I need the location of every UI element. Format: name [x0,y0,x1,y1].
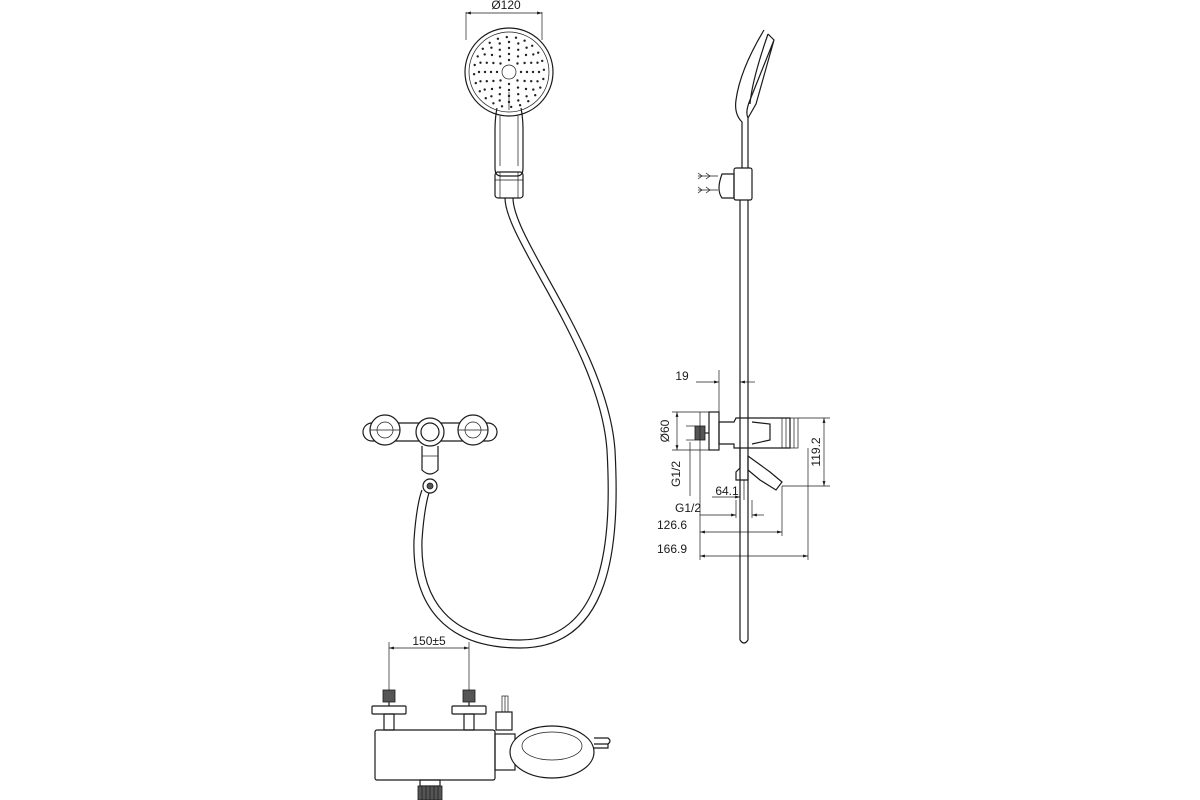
nozzle-dot [490,46,493,49]
nozzle-dot [534,94,537,97]
nozzle-dot [542,68,546,72]
nozzle-dot [492,79,495,83]
nozzle-dot [516,86,520,89]
nozzle-dot [541,59,544,63]
nozzle-dot [530,80,533,83]
nozzle-dot [484,97,487,100]
head-diameter-label: Ø120 [491,0,521,12]
shower-hose [413,197,617,649]
nozzle-dot [523,39,526,42]
nozzle-dot [495,70,499,74]
nozzle-dot [483,88,486,91]
nozzle-dot [539,86,542,89]
nozzle-dot [478,90,481,93]
nozzle-dot [492,61,495,65]
nozzle-dot [485,61,488,64]
hand-shower-front-view: Ø120 [464,0,554,199]
nozzle-dot [524,53,528,57]
nozzle-dot [485,80,488,83]
mixer-front-view [362,414,498,494]
dim-126-label: 126.6 [657,518,687,532]
nozzle-dot [479,61,482,64]
nozzle-dot [523,61,526,65]
nozzle-dot [473,63,476,67]
nozzle-dot [527,100,530,103]
nozzle-dot [505,35,508,39]
nozzle-dot [483,70,487,74]
nozzle-dot [490,95,493,98]
nozzle-dot [525,95,528,98]
nozzle-dot [536,61,539,64]
thread-horizontal-label: G1/2 [675,501,701,515]
dim-166-label: 166.9 [657,542,687,556]
nozzle-dot [476,55,479,58]
nozzle-dot [507,58,511,62]
nozzle-dot [507,40,511,44]
nozzle-dot [481,47,484,50]
nozzle-dot [492,102,495,105]
nozzle-dot [519,70,523,74]
nozzle-dot [525,46,528,49]
fitting-19-label: 19 [675,369,689,383]
nozzle-dot [498,55,502,58]
nozzle-dot [500,105,504,108]
nozzle-dot [483,53,486,56]
nozzle-dot [532,53,535,56]
nozzle-dot [488,41,491,44]
nozzle-dot [472,73,476,76]
nozzle-dot [496,37,500,40]
height-119-label: 119.2 [809,437,823,466]
nozzle-dot [518,104,522,107]
nozzle-dot [514,36,518,39]
nozzle-dot [498,99,501,102]
nozzle-dot [498,42,501,45]
nozzle-dot [507,82,511,86]
nozzle-dot [537,51,540,54]
mixer-top-view: 150±5 [371,634,611,800]
flange-diameter-label: Ø60 [658,419,672,442]
nozzle-dot [499,62,502,65]
center-spacing-label: 150±5 [412,634,446,648]
thread-vertical-label: G1/2 [669,461,683,487]
nozzle-dot [517,48,520,51]
nozzle-dot [499,79,502,82]
dim-64-label: 64.1 [715,484,739,498]
nozzle-dot [507,46,511,50]
side-view-dimensions: 19 Ø60 G1/2 119.2 64.1 G1/2 126.6 1 [657,369,830,560]
nozzle-dot [507,88,511,92]
nozzle-dot [477,70,481,74]
nozzle-dot [517,93,520,96]
nozzle-dot [530,61,533,64]
nozzle-dot [516,62,519,65]
nozzle-dot [517,42,520,45]
nozzle-dot [510,105,513,109]
nozzle-dot [525,70,529,74]
nozzle-dot [532,88,535,91]
nozzle-dot [516,79,519,82]
nozzle-dot [536,80,539,83]
side-view-rail-and-shower [697,29,775,644]
nozzle-dot [507,52,511,56]
nozzle-dot [537,70,541,74]
nozzle-dot [474,81,477,85]
nozzle-dot [498,93,501,96]
nozzle-dot [516,55,520,58]
nozzle-dot [498,86,502,89]
nozzle-dot [523,79,526,83]
nozzle-dot [524,87,528,91]
nozzle-dot [490,87,494,91]
nozzle-dot [479,80,482,83]
nozzle-dot [489,70,493,74]
nozzle-dot [498,48,501,51]
nozzle-dot [542,77,545,81]
nozzle-dot [531,70,535,74]
nozzle-dot [490,53,494,57]
shower-nozzles [472,35,546,109]
nozzle-dot [517,99,520,102]
nozzle-dot [531,44,534,47]
mixer-side-view [694,411,799,500]
